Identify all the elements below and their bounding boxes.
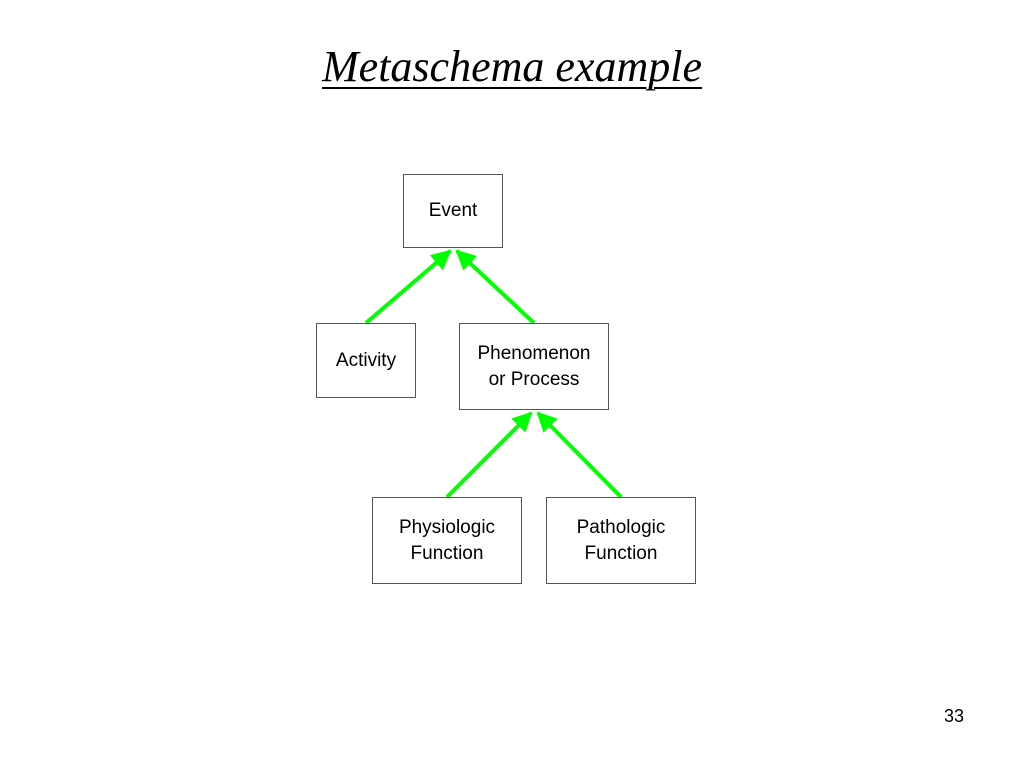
slide-title-text: Metaschema example <box>322 42 702 91</box>
edge-activity-to-event <box>364 249 452 325</box>
edge-phenomenon-to-event <box>455 249 536 325</box>
node-physiologic-function: Physiologic Function <box>372 497 522 584</box>
edge-pathologic-to-phenomenon <box>536 411 623 499</box>
node-pathologic-function: Pathologic Function <box>546 497 696 584</box>
page-number: 33 <box>943 706 964 726</box>
node-activity: Activity <box>316 323 416 398</box>
edge-physiologic-to-phenomenon <box>445 411 533 499</box>
node-phenomenon-or-process: Phenomenon or Process <box>459 323 609 410</box>
node-event: Event <box>403 174 503 248</box>
slide-title: Metaschema example <box>0 40 1024 94</box>
